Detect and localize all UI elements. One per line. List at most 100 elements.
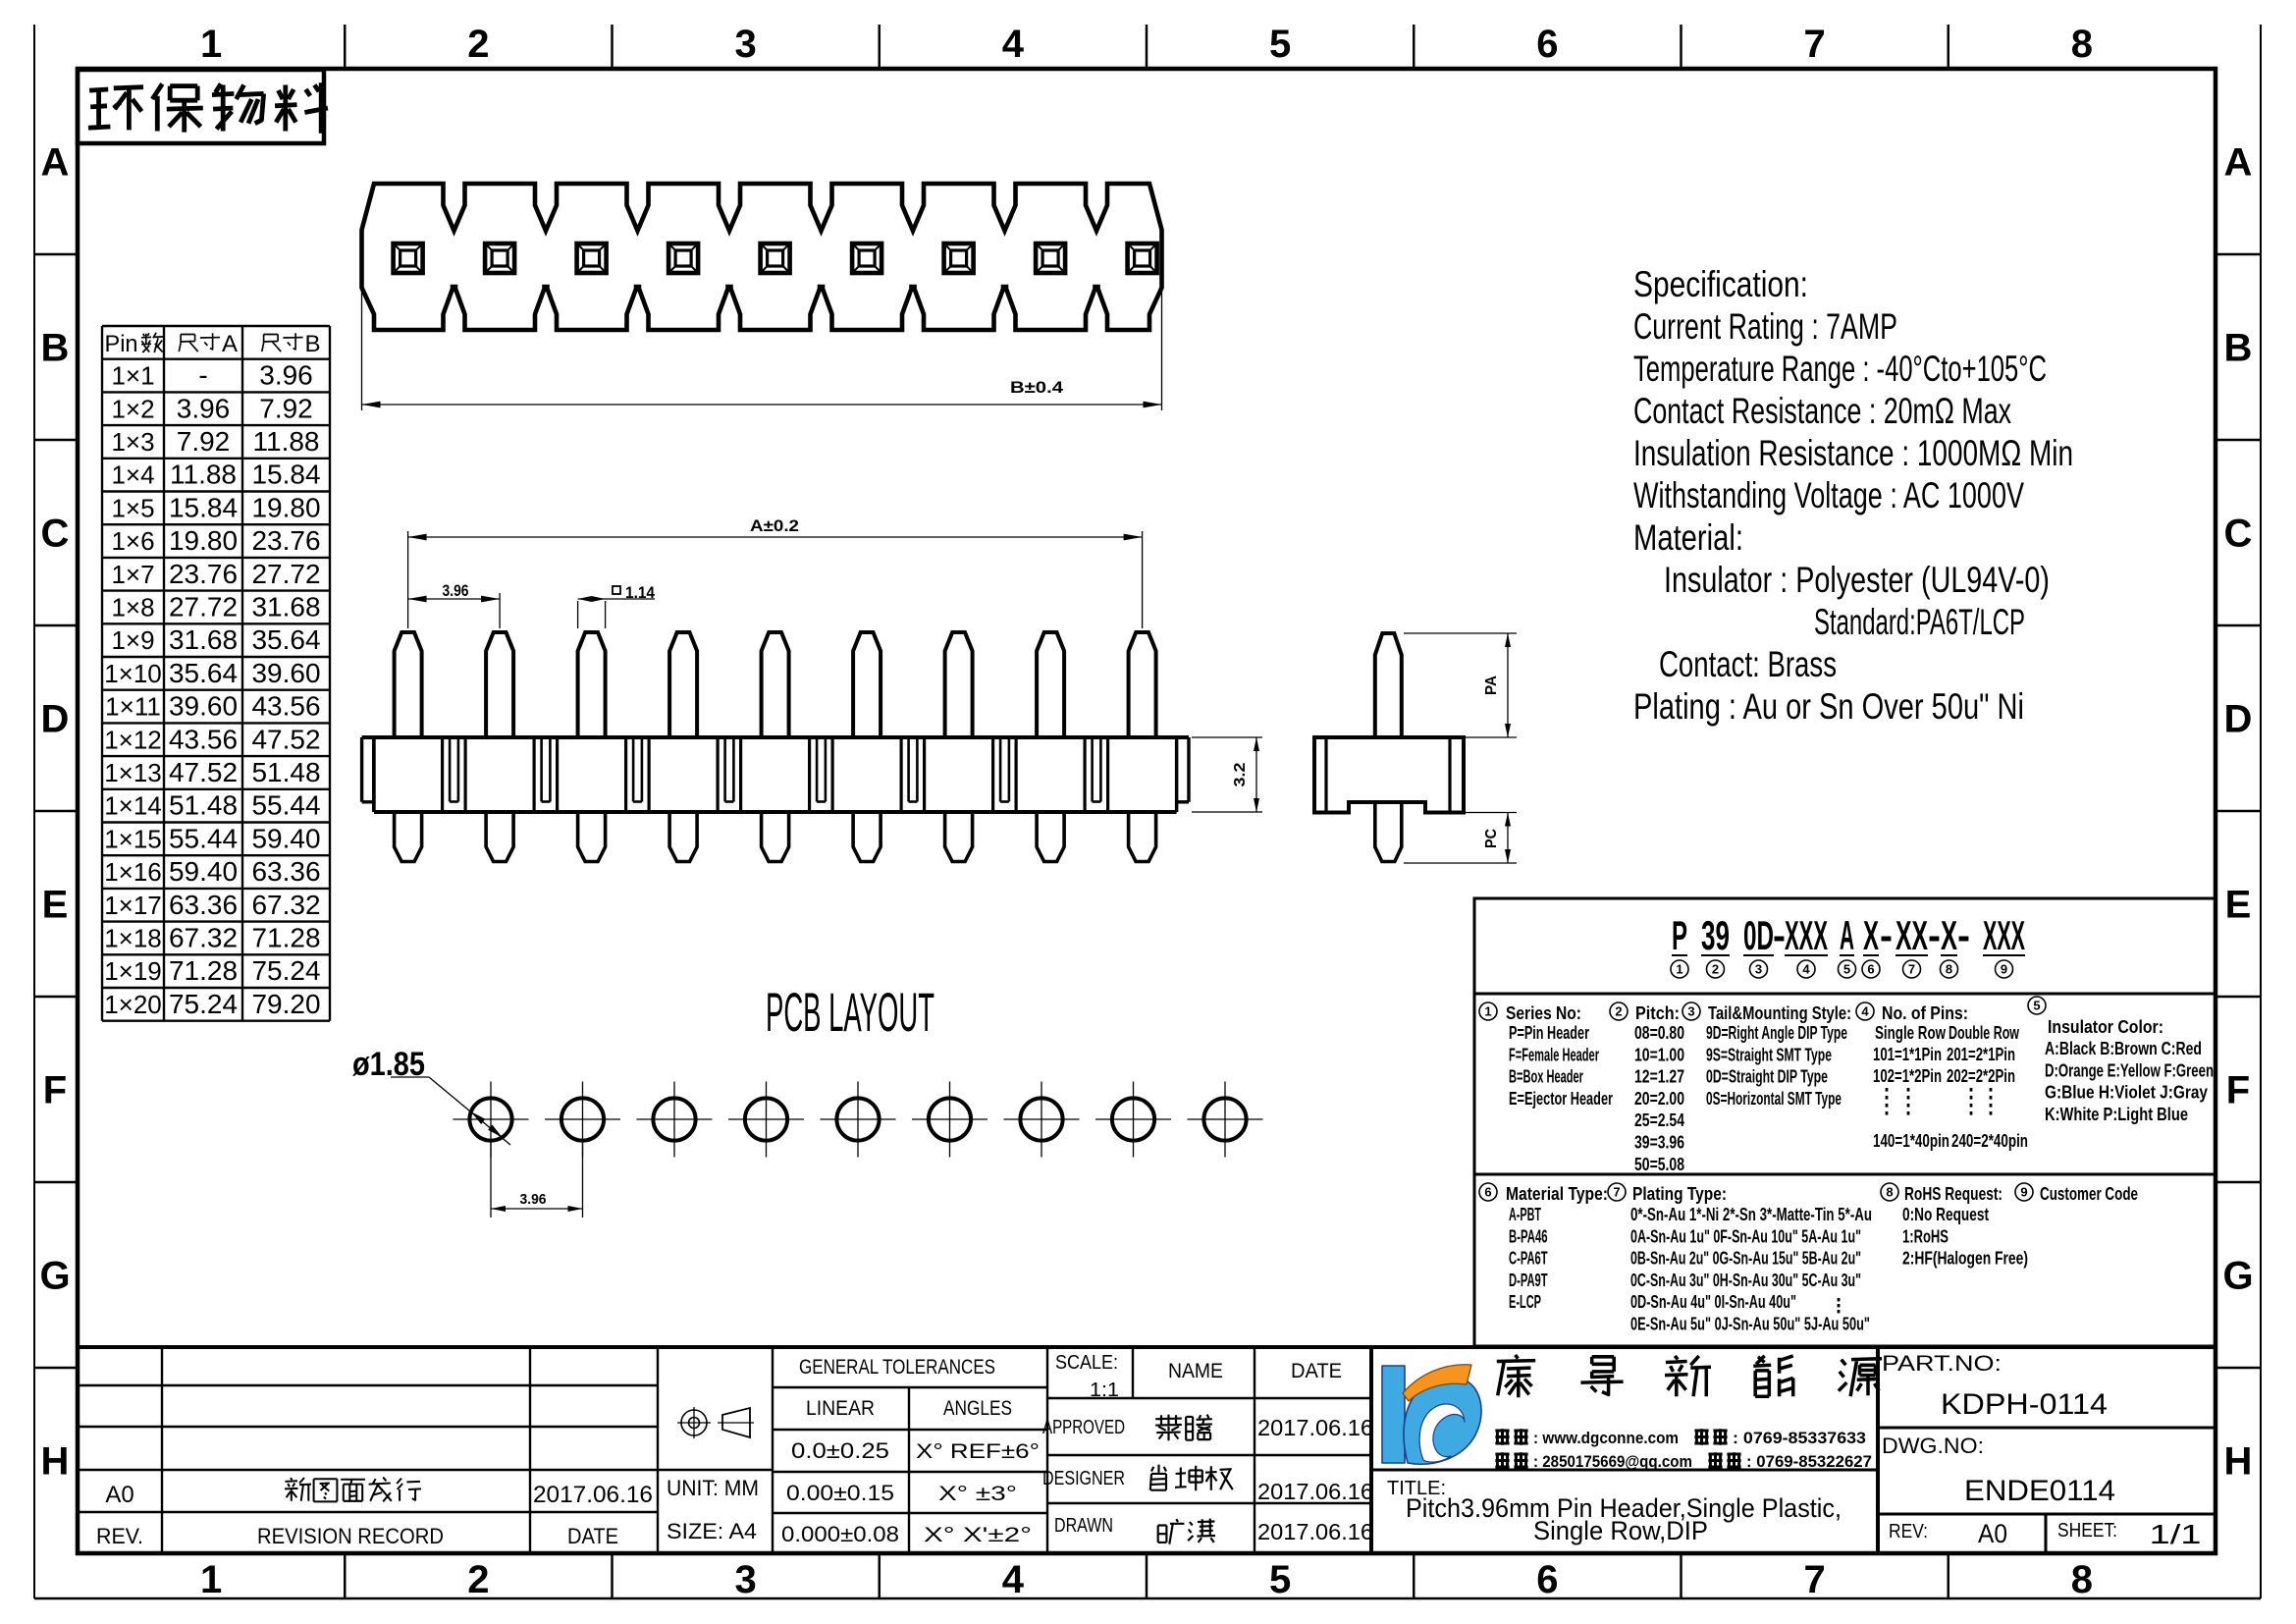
svg-text:102=1*2Pin: 102=1*2Pin: [1873, 1066, 1942, 1086]
svg-text:G: G: [2222, 1255, 2253, 1298]
svg-text:Pin: Pin: [105, 331, 138, 357]
svg-text:2017.06.16: 2017.06.16: [1257, 1479, 1373, 1504]
svg-text:A: A: [222, 331, 238, 357]
svg-text:08=0.80: 08=0.80: [1634, 1023, 1684, 1043]
svg-text:2017.06.16: 2017.06.16: [1257, 1415, 1373, 1440]
svg-text:Double Row: Double Row: [1949, 1023, 2020, 1043]
svg-text:8: 8: [2071, 1558, 2093, 1601]
svg-text:Current Rating : 7AMP: Current Rating : 7AMP: [1633, 306, 1897, 347]
svg-text:Single Row: Single Row: [1875, 1023, 1947, 1043]
svg-text:G:Blue H:Violet J:Gray: G:Blue H:Violet J:Gray: [2045, 1083, 2208, 1103]
svg-text:3.96: 3.96: [443, 581, 469, 600]
svg-text:A:Black B:Brown C:Red: A:Black B:Brown C:Red: [2045, 1039, 2202, 1058]
svg-text:1×17: 1×17: [104, 891, 162, 920]
svg-text:0*-Sn-Au 1*-Ni 2*-Sn 3*-Matte-: 0*-Sn-Au 1*-Ni 2*-Sn 3*-Matte-Tin 5*-Au: [1630, 1205, 1872, 1224]
svg-text:Tail&Mounting Style:: Tail&Mounting Style:: [1708, 1003, 1851, 1023]
svg-text:Material:: Material:: [1633, 517, 1743, 558]
svg-text:-: -: [1928, 912, 1941, 958]
svg-text:7.92: 7.92: [259, 393, 313, 423]
svg-text:XX: XX: [1896, 912, 1928, 958]
svg-text:SIZE: A4: SIZE: A4: [667, 1519, 757, 1543]
svg-text:KDPH-0114: KDPH-0114: [1941, 1388, 2108, 1421]
svg-text:1×3: 1×3: [111, 427, 154, 457]
svg-text:50=5.08: 50=5.08: [1634, 1155, 1684, 1174]
svg-text:1: 1: [1484, 1004, 1491, 1019]
svg-text:59.40: 59.40: [169, 856, 238, 887]
svg-text:E: E: [2225, 884, 2252, 927]
svg-text:51.48: 51.48: [169, 790, 238, 821]
svg-text:1×5: 1×5: [111, 493, 154, 522]
svg-text:0.000±0.08: 0.000±0.08: [781, 1522, 899, 1546]
svg-text:1×13: 1×13: [104, 758, 162, 787]
svg-text:P=Pin Header: P=Pin Header: [1509, 1023, 1589, 1043]
svg-text:3: 3: [1755, 962, 1762, 977]
svg-text:UNIT: MM: UNIT: MM: [667, 1476, 759, 1500]
svg-text:B: B: [41, 327, 70, 370]
svg-text:X° REF±6°: X° REF±6°: [916, 1440, 1040, 1463]
svg-text:67.32: 67.32: [251, 890, 320, 920]
svg-text:C-PA6T: C-PA6T: [1509, 1249, 1548, 1269]
svg-text:63.36: 63.36: [169, 890, 238, 920]
svg-text:Contact: Brass: Contact: Brass: [1659, 644, 1837, 684]
svg-text:2: 2: [1712, 962, 1719, 977]
svg-text:-: -: [1880, 912, 1893, 958]
svg-text:15.84: 15.84: [251, 460, 320, 490]
svg-text:1×18: 1×18: [104, 923, 162, 952]
svg-text:A±0.2: A±0.2: [750, 516, 799, 535]
svg-text:Insulator : Polyester (UL94V-0: Insulator : Polyester (UL94V-0): [1664, 560, 2050, 600]
svg-text:7.92: 7.92: [177, 426, 231, 457]
svg-text:B±0.4: B±0.4: [1010, 378, 1064, 397]
svg-text:PC: PC: [1483, 829, 1500, 848]
svg-text:: www.dgconne.com: : www.dgconne.com: [1533, 1429, 1679, 1447]
svg-text:B: B: [2224, 327, 2253, 370]
svg-text:D: D: [41, 698, 70, 741]
svg-text:NAME: NAME: [1168, 1360, 1223, 1382]
svg-text:8: 8: [1946, 962, 1952, 977]
svg-text:REV.: REV.: [96, 1524, 143, 1548]
svg-text:3: 3: [1687, 1004, 1694, 1019]
svg-text:0E-Sn-Au 5u" 0J-Sn-Au 50u" 5J: 0E-Sn-Au 5u" 0J-Sn-Au 50u" 5J-Au 50u": [1630, 1315, 1870, 1334]
svg-text:Customer Code: Customer Code: [2040, 1184, 2138, 1204]
svg-text:C: C: [41, 513, 70, 556]
svg-text:5: 5: [1269, 1558, 1291, 1601]
svg-text:H: H: [2224, 1440, 2253, 1484]
svg-text:E=Ejector Header: E=Ejector Header: [1509, 1089, 1613, 1109]
svg-text:DRAWN: DRAWN: [1054, 1515, 1113, 1537]
svg-text:-: -: [1957, 912, 1970, 958]
svg-text:5: 5: [2033, 999, 2040, 1013]
svg-text:2: 2: [467, 23, 489, 66]
svg-text:A: A: [1840, 912, 1854, 958]
svg-text:55.44: 55.44: [169, 823, 238, 853]
svg-text:31.68: 31.68: [169, 624, 238, 655]
svg-text:2: 2: [1615, 1004, 1622, 1019]
svg-text:1: 1: [200, 1558, 222, 1601]
svg-text:35.64: 35.64: [169, 658, 238, 688]
svg-text:0:No Request: 0:No Request: [1902, 1205, 1989, 1224]
svg-text:1×20: 1×20: [104, 990, 162, 1019]
svg-text:Material Type:: Material Type:: [1506, 1184, 1608, 1204]
svg-text:Plating Type:: Plating Type:: [1632, 1184, 1727, 1204]
svg-text:1:1: 1:1: [1090, 1380, 1119, 1401]
svg-text:5: 5: [1269, 23, 1291, 66]
svg-text:REVISION RECORD: REVISION RECORD: [257, 1524, 444, 1548]
svg-text:1×4: 1×4: [111, 460, 154, 490]
svg-text:39.60: 39.60: [251, 658, 320, 688]
svg-text:1×16: 1×16: [104, 857, 162, 887]
svg-text:47.52: 47.52: [169, 757, 238, 787]
svg-text:SCALE:: SCALE:: [1055, 1352, 1118, 1374]
svg-text:D: D: [2224, 698, 2253, 741]
svg-text:8: 8: [1886, 1185, 1893, 1200]
svg-text:101=1*1Pin: 101=1*1Pin: [1873, 1045, 1942, 1064]
svg-text:SHEET:: SHEET:: [2057, 1520, 2117, 1542]
svg-text:43.56: 43.56: [169, 724, 238, 754]
svg-text:DWG.NO:: DWG.NO:: [1882, 1434, 1984, 1458]
svg-text:E-LCP: E-LCP: [1509, 1292, 1541, 1312]
svg-text:7: 7: [1804, 23, 1826, 66]
svg-text:67.32: 67.32: [169, 922, 238, 952]
svg-text:1.14: 1.14: [625, 583, 655, 602]
svg-text:1×2: 1×2: [111, 394, 154, 423]
svg-text:1×12: 1×12: [104, 725, 162, 754]
svg-text:GENERAL TOLERANCES: GENERAL TOLERANCES: [799, 1356, 995, 1379]
svg-text:9: 9: [2020, 1185, 2027, 1200]
svg-text:3: 3: [735, 23, 757, 66]
